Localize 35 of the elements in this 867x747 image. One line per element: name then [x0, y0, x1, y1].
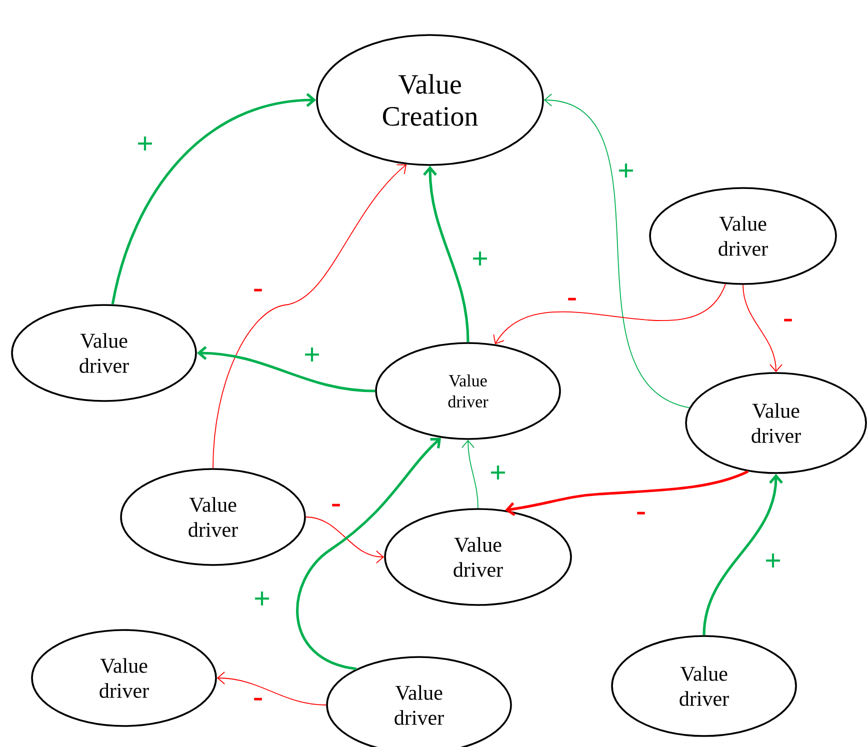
arrow — [296, 438, 441, 670]
arrow — [196, 346, 376, 392]
edge-label: - — [330, 502, 342, 514]
edge-label: - — [635, 510, 647, 522]
ellipse-node: Value driver — [120, 468, 306, 566]
ellipse-node: Value driver — [384, 508, 572, 606]
arrow — [305, 516, 384, 564]
edge-label: - — [782, 318, 794, 328]
edge-label: + — [488, 464, 508, 484]
ellipse-node: Value driver — [649, 187, 837, 285]
ellipse-node: Value driver — [611, 635, 797, 737]
arrow — [702, 474, 783, 636]
ellipse-node: Value driver — [31, 629, 217, 727]
edge-label: + — [252, 590, 272, 610]
arrow — [216, 672, 327, 706]
edge-label: - — [252, 696, 264, 708]
arrow — [111, 93, 316, 305]
edge-label: + — [135, 136, 155, 154]
ellipse-node: Value driver — [11, 304, 197, 402]
arrow — [212, 164, 407, 469]
edge-label: - — [252, 288, 264, 298]
ellipse-node: Value Creation — [316, 34, 544, 166]
edge-label: + — [763, 552, 783, 572]
arrow — [423, 166, 470, 342]
edge-label: + — [470, 250, 490, 270]
edge-label: + — [616, 162, 636, 182]
arrow — [742, 284, 782, 372]
arrow — [544, 94, 690, 408]
arrow — [505, 470, 749, 516]
ellipse-node: Value driver — [375, 342, 561, 440]
edge-label: + — [302, 346, 322, 366]
edge-label: - — [566, 296, 578, 308]
ellipse-node: Value driver — [685, 372, 867, 474]
arrow — [462, 440, 478, 509]
arrow — [493, 284, 726, 344]
